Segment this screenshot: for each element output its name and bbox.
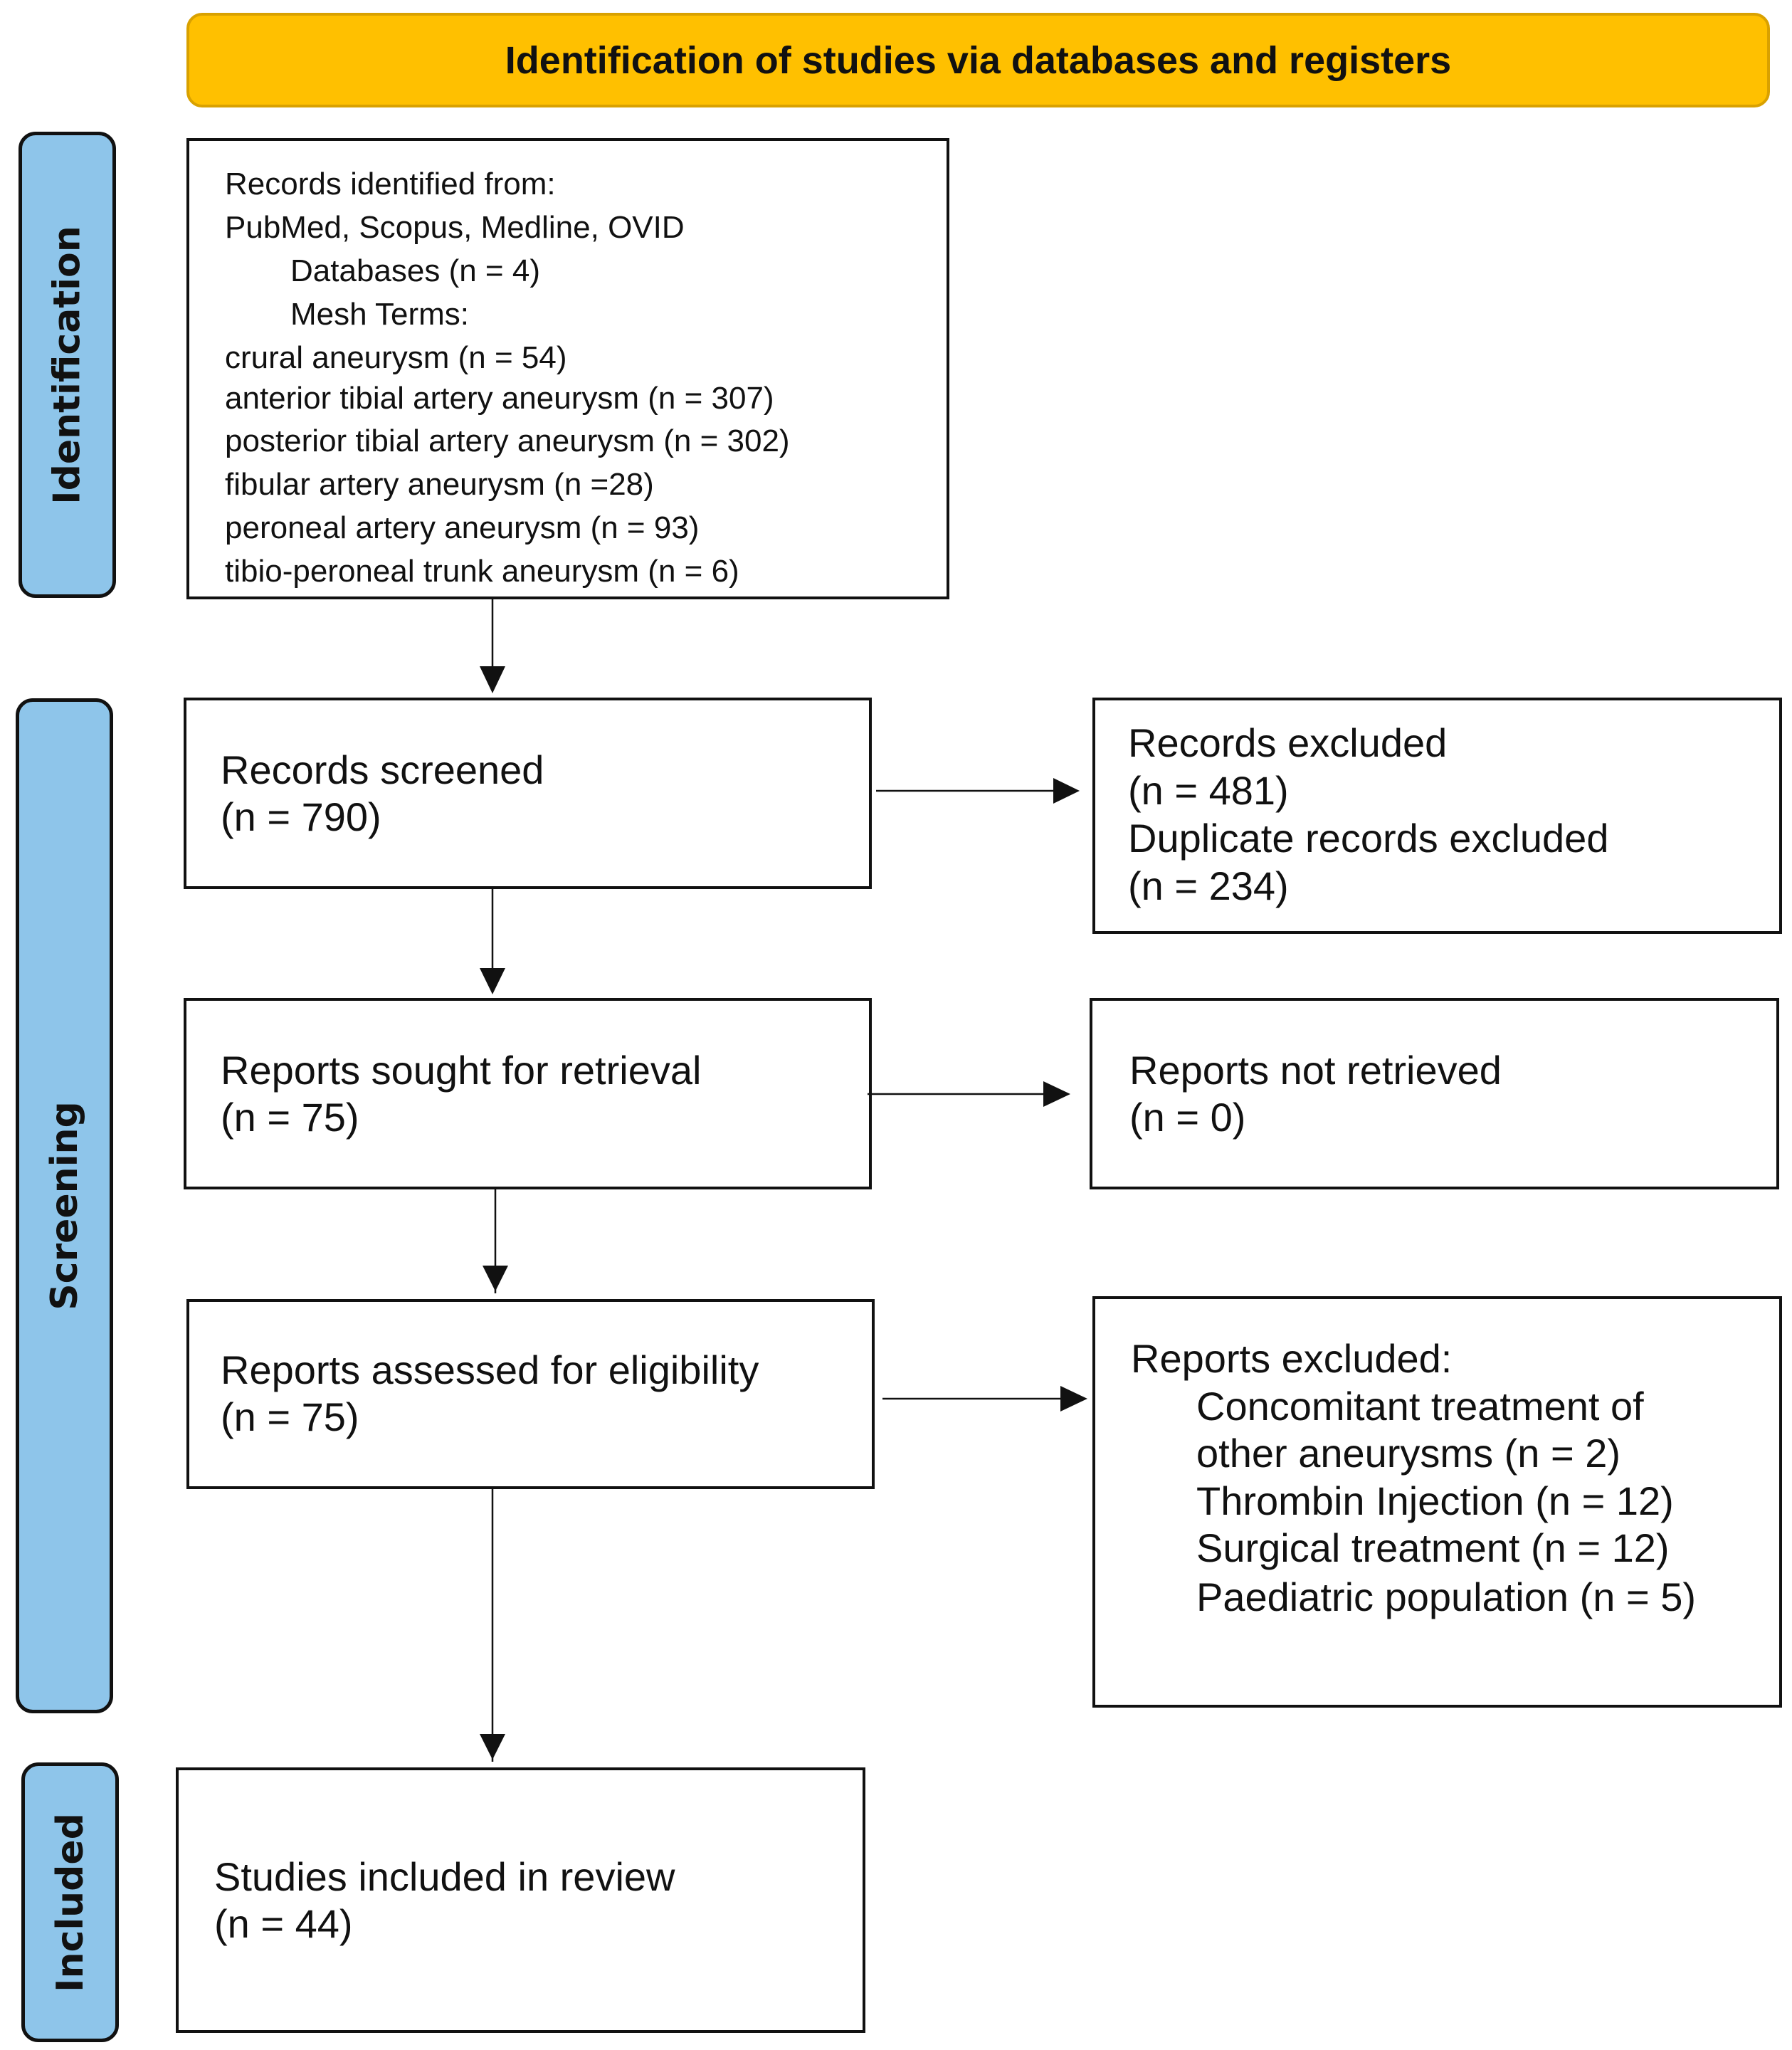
box-line: posterior tibial artery aneurysm (n = 30… (225, 424, 790, 458)
box-line: peroneal artery aneurysm (n = 93) (225, 510, 700, 545)
arrowhead (1043, 1081, 1070, 1107)
arrowhead (480, 666, 505, 693)
box-label: Reports excluded: (1131, 1336, 1453, 1381)
box-count: (n = 0) (1129, 1095, 1246, 1140)
studies-included-box: Studies included in review (n = 44) (176, 1767, 865, 2033)
records-screened-box: Records screened (n = 790) (184, 698, 872, 889)
exclusion-item: Paediatric population (n = 5) (1196, 1575, 1696, 1619)
arrowhead (480, 968, 505, 994)
box-line: Records identified from: (225, 167, 556, 201)
reports-not-retrieved-box: Reports not retrieved (n = 0) (1090, 998, 1779, 1189)
box-label: Records excluded (1128, 720, 1448, 765)
header-title: Identification of studies via databases … (505, 38, 1452, 82)
phase-screening: Screening (16, 698, 113, 1713)
arrowhead (480, 1734, 505, 1760)
box-count: (n = 44) (214, 1901, 353, 1946)
arrowhead (1060, 1386, 1087, 1412)
box-line: Mesh Terms: (290, 297, 470, 332)
header-banner: Identification of studies via databases … (186, 13, 1770, 107)
arrowhead (483, 1266, 508, 1291)
box-label: Studies included in review (214, 1854, 675, 1899)
box-label: Reports not retrieved (1129, 1048, 1502, 1093)
records-identified-box: Records identified from: PubMed, Scopus,… (186, 138, 949, 599)
box-label: Duplicate records excluded (1128, 816, 1609, 861)
phase-identification: Identification (19, 132, 116, 598)
reports-sought-box: Reports sought for retrieval (n = 75) (184, 998, 872, 1189)
reports-excluded-box: Reports excluded: Concomitant treatment … (1092, 1296, 1782, 1708)
box-count: (n = 75) (221, 1394, 359, 1439)
box-line: anterior tibial artery aneurysm (n = 307… (225, 381, 774, 416)
exclusion-item: Concomitant treatment of (1196, 1384, 1644, 1429)
arrowhead (1053, 778, 1080, 804)
records-excluded-box: Records excluded (n = 481) Duplicate rec… (1092, 698, 1782, 934)
box-label: Reports assessed for eligibility (221, 1347, 759, 1392)
phase-included: Included (21, 1762, 119, 2042)
box-line: crural aneurysm (n = 54) (225, 340, 567, 375)
box-line: Databases (n = 4) (290, 253, 540, 288)
box-count: (n = 790) (221, 794, 381, 839)
box-count: (n = 75) (221, 1095, 359, 1140)
exclusion-item: Thrombin Injection (n = 12) (1196, 1478, 1674, 1523)
exclusion-item: other aneurysms (n = 2) (1196, 1431, 1621, 1476)
reports-assessed-box: Reports assessed for eligibility (n = 75… (186, 1299, 875, 1489)
box-count: (n = 481) (1128, 768, 1289, 813)
box-line: PubMed, Scopus, Medline, OVID (225, 210, 685, 245)
box-line: fibular artery aneurysm (n =28) (225, 467, 654, 502)
box-line: tibio-peroneal trunk aneurysm (n = 6) (225, 554, 739, 589)
box-label: Records screened (221, 747, 544, 792)
exclusion-item: Surgical treatment (n = 12) (1196, 1525, 1670, 1570)
box-label: Reports sought for retrieval (221, 1048, 702, 1093)
box-count: (n = 234) (1128, 863, 1289, 908)
